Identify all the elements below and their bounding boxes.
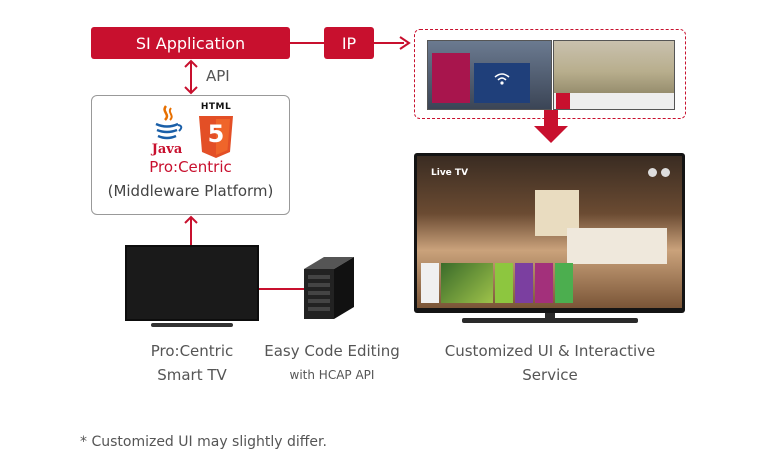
server-icon <box>304 257 354 319</box>
launcher-tile-green <box>495 263 513 303</box>
html-label: HTML <box>200 102 232 112</box>
customized-ui-caption: Customized UI & Interactive Service <box>420 339 680 387</box>
java-label: Java <box>151 142 183 157</box>
footnote: * Customized UI may slightly differ. <box>80 434 327 450</box>
smart-tv-caption: Pro:Centric Smart TV <box>120 339 264 387</box>
smart-tv-caption-line2: Smart TV <box>157 366 227 384</box>
api-label: API <box>206 67 230 85</box>
code-editing-subtitle: with HCAP API <box>289 368 375 382</box>
customized-ui-screen: Live TV <box>417 156 682 308</box>
si-to-ip-connector <box>290 42 324 44</box>
smart-tv-screen <box>125 245 259 321</box>
html5-digit: 5 <box>207 120 225 148</box>
customized-ui-line1: Customized UI & Interactive <box>444 342 656 360</box>
arrow-down-icon <box>534 110 568 143</box>
code-editing-caption: Easy Code Editing with HCAP API <box>254 339 410 387</box>
html5-logo: HTML 5 <box>196 102 236 160</box>
launcher-tile-magenta <box>535 263 553 303</box>
ui-preview-1-menu <box>432 53 470 103</box>
launcher-tile-lime <box>555 263 573 303</box>
smart-tv-stand <box>151 323 233 327</box>
launcher-tile-white <box>421 263 439 303</box>
si-application-box: SI Application <box>91 27 290 59</box>
ui-preview-group <box>414 29 686 119</box>
code-editing-title: Easy Code Editing <box>264 342 400 360</box>
tv-to-server-connector <box>259 288 305 290</box>
ip-box: IP <box>324 27 374 59</box>
procentric-brand: Pro:Centric <box>149 158 232 176</box>
customized-ui-line2: Service <box>522 366 578 384</box>
arrow-up-icon <box>184 215 198 245</box>
java-logo: Java <box>149 104 185 160</box>
ui-preview-2-selected <box>556 93 570 109</box>
launcher-tile-image <box>441 263 493 303</box>
html5-shield-icon <box>199 116 233 158</box>
arrow-right-icon <box>399 36 411 50</box>
tv-top-icon-1 <box>648 168 657 177</box>
ip-label: IP <box>341 33 357 53</box>
ui-preview-2-bar <box>554 93 674 109</box>
room-bed <box>567 228 667 264</box>
ui-preview-2 <box>553 40 675 110</box>
live-tv-label: Live TV <box>431 168 469 178</box>
tv-top-icons <box>648 168 672 178</box>
customized-ui-tv-stand <box>462 318 638 323</box>
customized-ui-tv-neck <box>545 313 555 319</box>
ip-to-ui-connector <box>374 42 404 44</box>
launcher-bar <box>421 263 583 303</box>
java-cup-icon <box>155 105 183 140</box>
middleware-platform-box: Java HTML 5 Pro:Centric (Middleware Plat… <box>91 95 290 215</box>
ui-preview-1 <box>427 40 552 110</box>
smart-tv-caption-line1: Pro:Centric <box>150 342 234 360</box>
si-application-label: SI Application <box>135 33 246 53</box>
tv-top-icon-2 <box>661 168 670 177</box>
customized-ui-tv: Live TV <box>414 153 685 313</box>
wifi-icon <box>494 73 510 85</box>
middleware-platform-label: (Middleware Platform) <box>107 182 274 200</box>
launcher-tile-purple <box>515 263 533 303</box>
smart-tv-image <box>125 245 259 331</box>
api-double-arrow-icon <box>184 59 198 95</box>
